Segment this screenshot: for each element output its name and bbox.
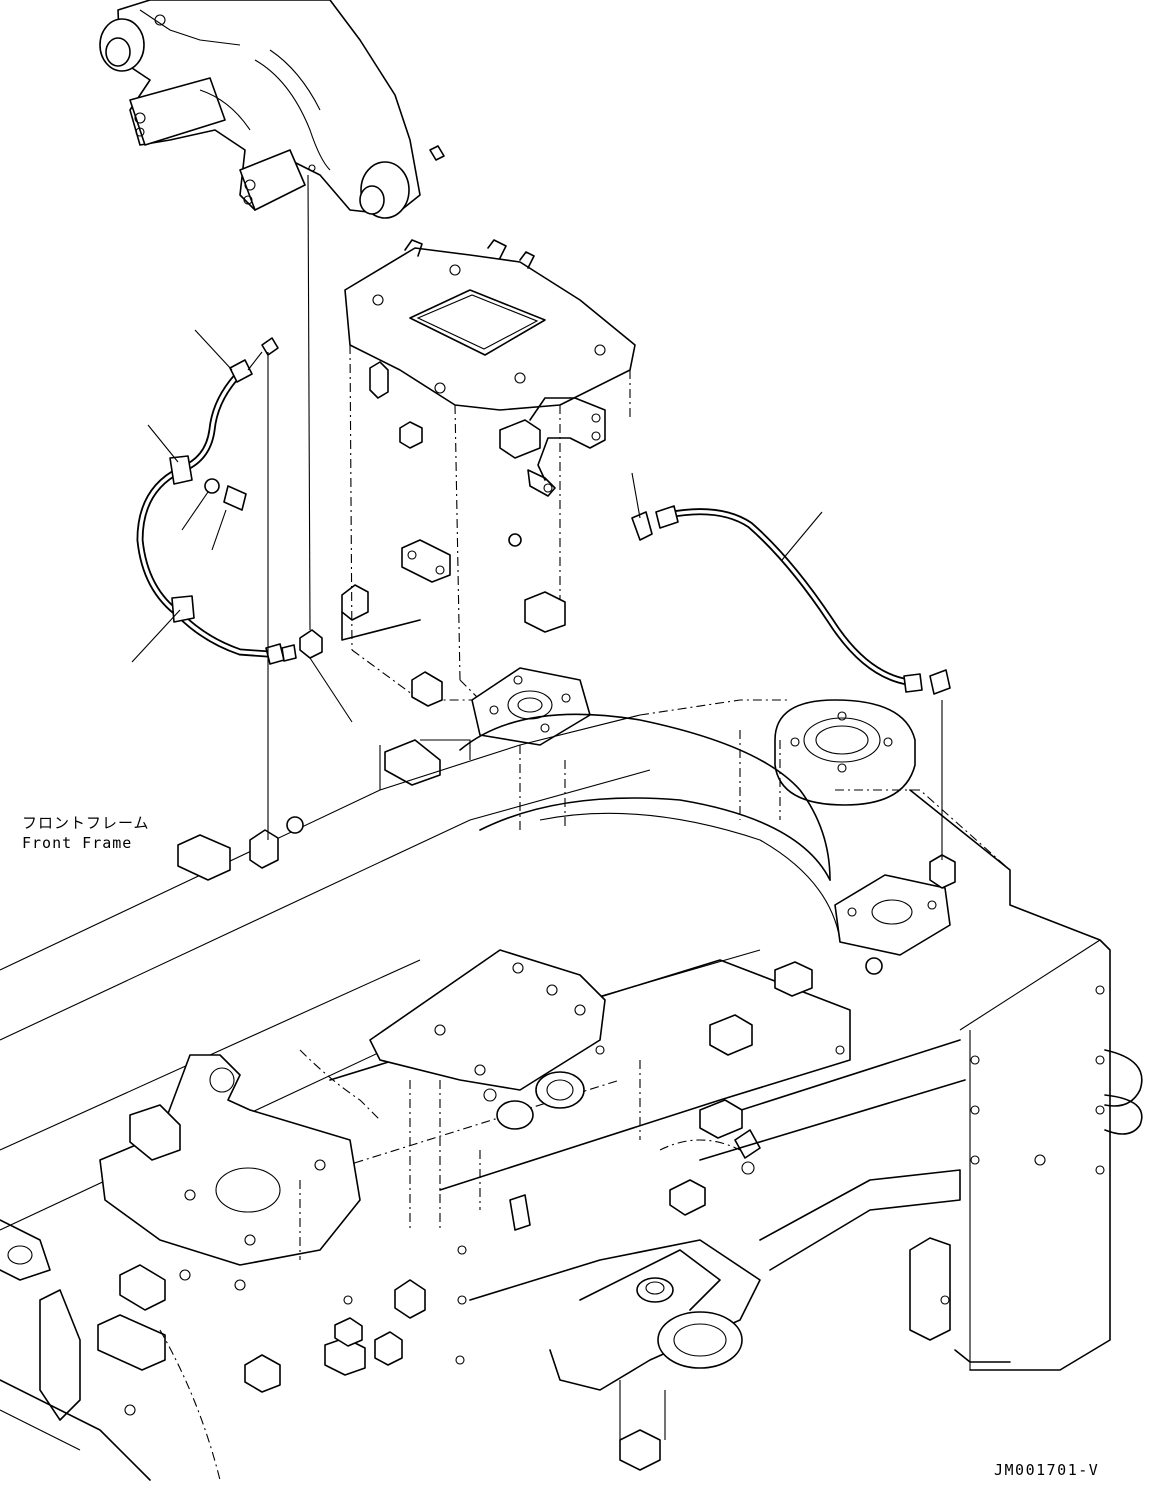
front-frame-label-jp: フロントフレーム [22, 814, 150, 832]
drawing-code: JM001701-V [994, 1461, 1100, 1479]
tower-mount-pad [471, 667, 591, 746]
pivot-bracket [99, 0, 445, 219]
right-grease-hose [631, 472, 951, 860]
left-grease-hose [131, 174, 353, 840]
frame-tower [341, 239, 636, 701]
right-lower-pad [834, 874, 951, 975]
front-frame-label-en: Front Frame [22, 834, 133, 852]
frame-blocks [177, 671, 956, 889]
front-frame [0, 699, 1143, 1481]
right-round-mount [774, 699, 916, 806]
